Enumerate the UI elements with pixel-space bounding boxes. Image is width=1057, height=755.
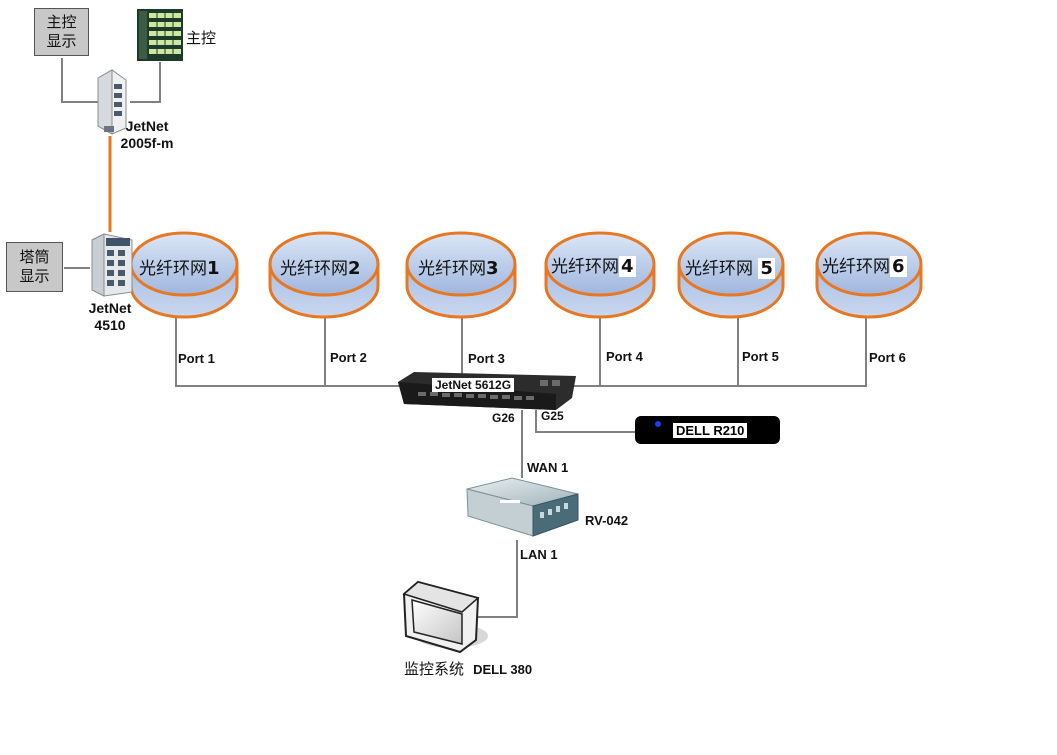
server-led-icon <box>655 421 661 427</box>
router-label: RV-042 <box>585 513 629 528</box>
switch-2005f-label: JetNet 2005f-m <box>120 118 174 151</box>
switch-2005f-icon[interactable] <box>97 69 127 135</box>
ring-number: 2 <box>348 258 361 279</box>
link-main-display <box>61 58 100 103</box>
ring-number: 3 <box>486 258 499 279</box>
ring-label-text: 光纤环网 <box>418 259 486 279</box>
port-g26-label: G26 <box>492 411 515 425</box>
monitor-label: 监控系统 DELL 380 <box>404 658 532 679</box>
lan-port-label: LAN 1 <box>520 547 558 562</box>
ring-number: 1 <box>207 258 220 279</box>
core-switch-label: JetNet 5612G <box>432 378 515 392</box>
router-icon[interactable] <box>466 477 579 537</box>
ring-label-5: 光纤环网 5 <box>685 254 775 279</box>
server-label: DELL R210 <box>673 423 748 438</box>
ring-label-text: 光纤环网 <box>822 257 890 277</box>
switch-4510-icon[interactable] <box>91 233 133 297</box>
main-control-label: 主控 <box>186 29 217 47</box>
port-label-6: Port 6 <box>869 350 906 365</box>
link-ring-6 <box>738 318 867 387</box>
ring-label-1: 光纤环网1 <box>139 254 220 279</box>
ring-label-text: 光纤环网 <box>139 259 207 279</box>
ring-label-text: 光纤环网 <box>551 257 619 277</box>
switch-4510-label: JetNet 4510 <box>88 300 132 333</box>
port-label-5: Port 5 <box>742 349 779 364</box>
ring-number: 5 <box>758 258 775 279</box>
link-ring-4 <box>572 318 601 387</box>
monitor-label-cn: 监控系统 <box>404 660 465 678</box>
ring-label-3: 光纤环网3 <box>418 254 499 279</box>
main-controller-icon[interactable] <box>137 9 183 61</box>
wan-port-label: WAN 1 <box>527 460 569 475</box>
ring-label-text: 光纤环网 <box>280 259 348 279</box>
port-g25-label: G25 <box>541 409 564 423</box>
ring-number: 4 <box>619 256 636 277</box>
port-label-2: Port 2 <box>330 350 367 365</box>
ring-label-2: 光纤环网2 <box>280 254 361 279</box>
port-label-1: Port 1 <box>178 351 215 366</box>
link-main-control <box>130 62 161 103</box>
ring-5[interactable] <box>677 231 785 319</box>
port-label-4: Port 4 <box>606 349 643 364</box>
link-lan-monitor <box>476 540 518 618</box>
ring-6[interactable] <box>815 231 923 319</box>
port-label-3: Port 3 <box>468 351 505 366</box>
ring-3[interactable] <box>405 231 517 319</box>
ring-group <box>129 231 923 319</box>
ring-2[interactable] <box>268 231 380 319</box>
link-g25-server <box>535 410 636 433</box>
ring-4[interactable] <box>544 231 656 319</box>
ring-label-text: 光纤环网 <box>685 259 759 279</box>
monitor-label-en: DELL 380 <box>473 662 533 677</box>
monitor-icon[interactable] <box>402 580 488 654</box>
ring-number: 6 <box>890 256 907 277</box>
tower-display-box[interactable]: 塔筒 显示 <box>6 242 63 292</box>
main-display-box[interactable]: 主控 显示 <box>34 8 89 56</box>
links <box>61 58 867 618</box>
server-dell-r210[interactable]: DELL R210 <box>635 416 780 444</box>
